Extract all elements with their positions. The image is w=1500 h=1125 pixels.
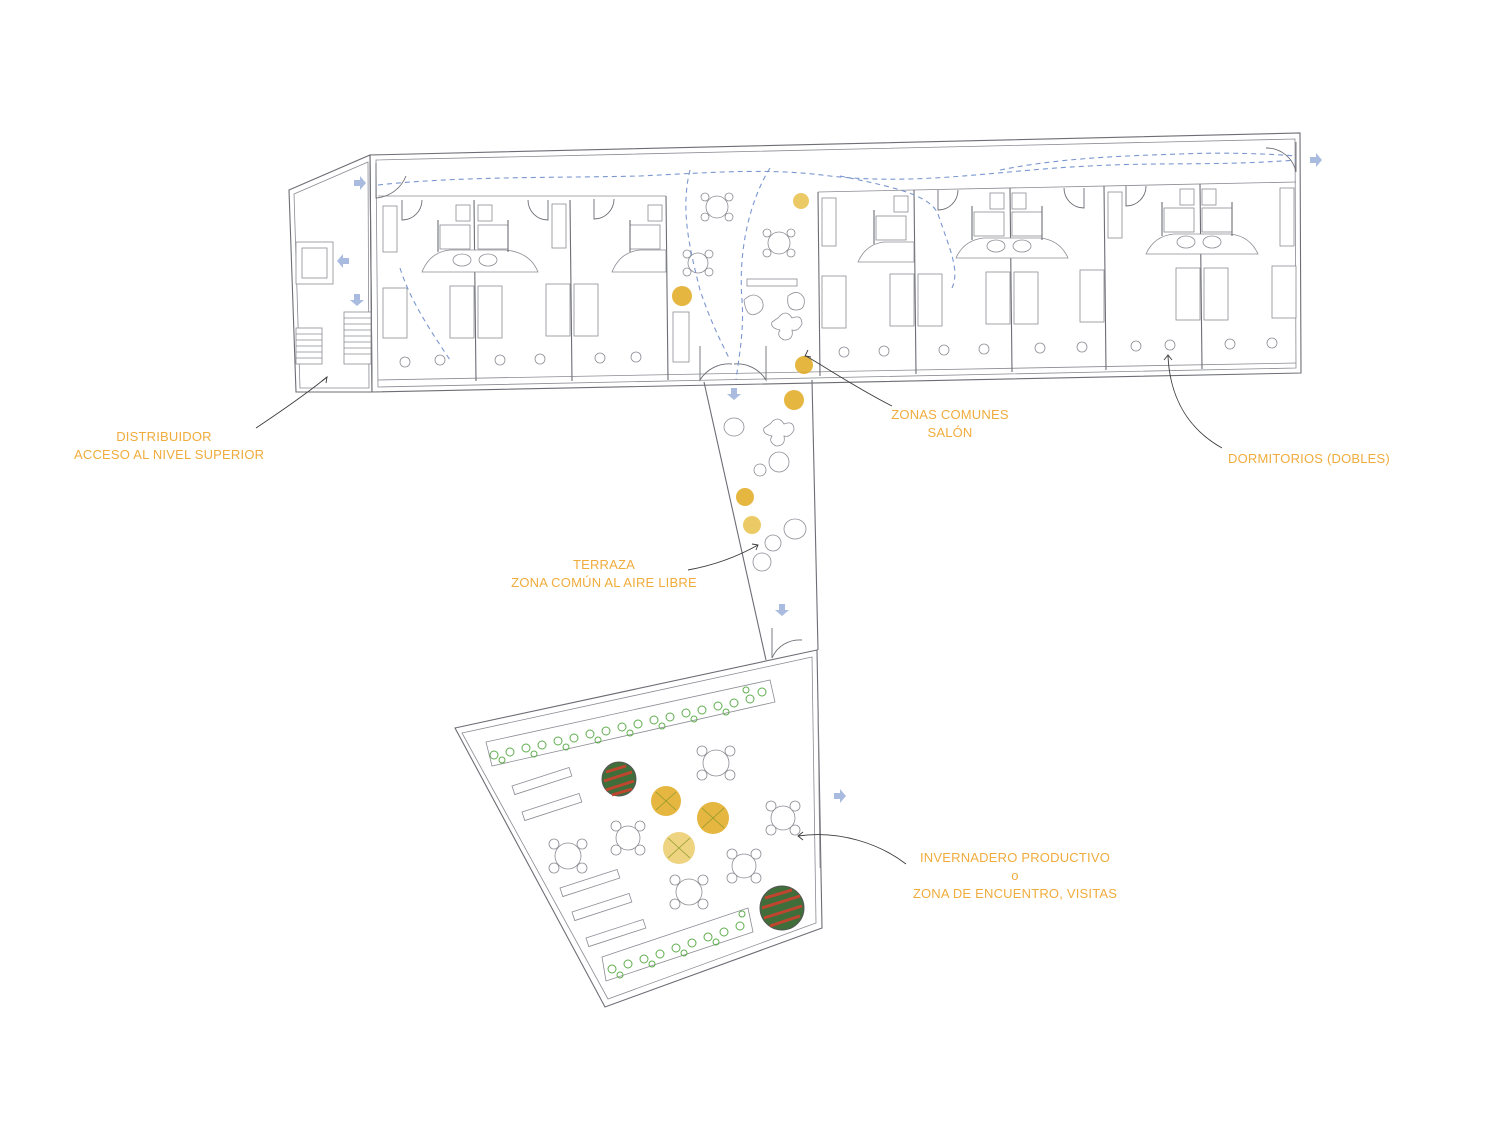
label-distribuidor: DISTRIBUIDOR ACCESO AL NIVEL SUPERIOR: [74, 428, 265, 464]
arrowhead-icon: [804, 349, 812, 358]
leader-terraza: [687, 544, 759, 571]
distribuidor-room: [288, 154, 407, 393]
arrow-down-icon: [775, 604, 789, 616]
leader-distribuidor: [255, 376, 328, 429]
label-terraza-line2: ZONA COMÚN AL AIRE LIBRE: [511, 575, 697, 590]
arrowhead-icon: [797, 831, 804, 841]
label-distribuidor-line2: ACCESO AL NIVEL SUPERIOR: [74, 447, 265, 462]
arrow-right-icon: [354, 176, 366, 190]
label-distribuidor-line1: DISTRIBUIDOR: [116, 429, 212, 444]
leader-zonas-comunes: [805, 355, 893, 407]
arrow-right-icon: [834, 789, 846, 803]
green-plants: [489, 686, 767, 979]
dormitories-left: [382, 195, 669, 382]
common-living-area: [672, 191, 821, 382]
circulation-arrows: [337, 153, 1322, 803]
leader-invernadero: [797, 834, 907, 865]
greenhouse: [454, 649, 823, 1008]
arrow-left-icon: [337, 254, 349, 268]
arrowhead-icon: [321, 375, 328, 384]
arrow-down-icon: [727, 388, 741, 400]
yellow-shrubs: [651, 193, 813, 864]
label-invernadero-line2: o: [1011, 868, 1019, 883]
label-terraza: TERRAZA ZONA COMÚN AL AIRE LIBRE: [506, 556, 702, 592]
arrow-right-icon: [1310, 153, 1322, 167]
stairs: [295, 311, 372, 365]
dormitories-right: [821, 142, 1297, 375]
circulation-path: [377, 152, 1297, 381]
label-zonas-comunes: ZONAS COMUNES SALÓN: [882, 406, 1018, 442]
label-dormitorios-line1: DORMITORIOS (DOBLES): [1228, 451, 1390, 466]
arrow-down-icon: [350, 294, 364, 306]
label-invernadero: INVERNADERO PRODUCTIVO o ZONA DE ENCUENT…: [912, 849, 1118, 903]
label-zonas-comunes-line1: ZONAS COMUNES: [891, 407, 1009, 422]
arrowhead-icon: [1163, 354, 1173, 361]
terrace: [703, 379, 819, 661]
leader-lines: [255, 349, 1223, 865]
label-invernadero-line1: INVERNADERO PRODUCTIVO: [919, 850, 1111, 865]
leader-dormitorios: [1167, 355, 1223, 449]
label-dormitorios: DORMITORIOS (DOBLES): [1226, 450, 1392, 468]
striped-planters: [601, 761, 805, 931]
arrowhead-icon: [751, 543, 759, 551]
label-terraza-line1: TERRAZA: [572, 557, 636, 572]
label-zonas-comunes-line2: SALÓN: [927, 425, 973, 440]
label-invernadero-line3: ZONA DE ENCUENTRO, VISITAS: [912, 886, 1118, 901]
